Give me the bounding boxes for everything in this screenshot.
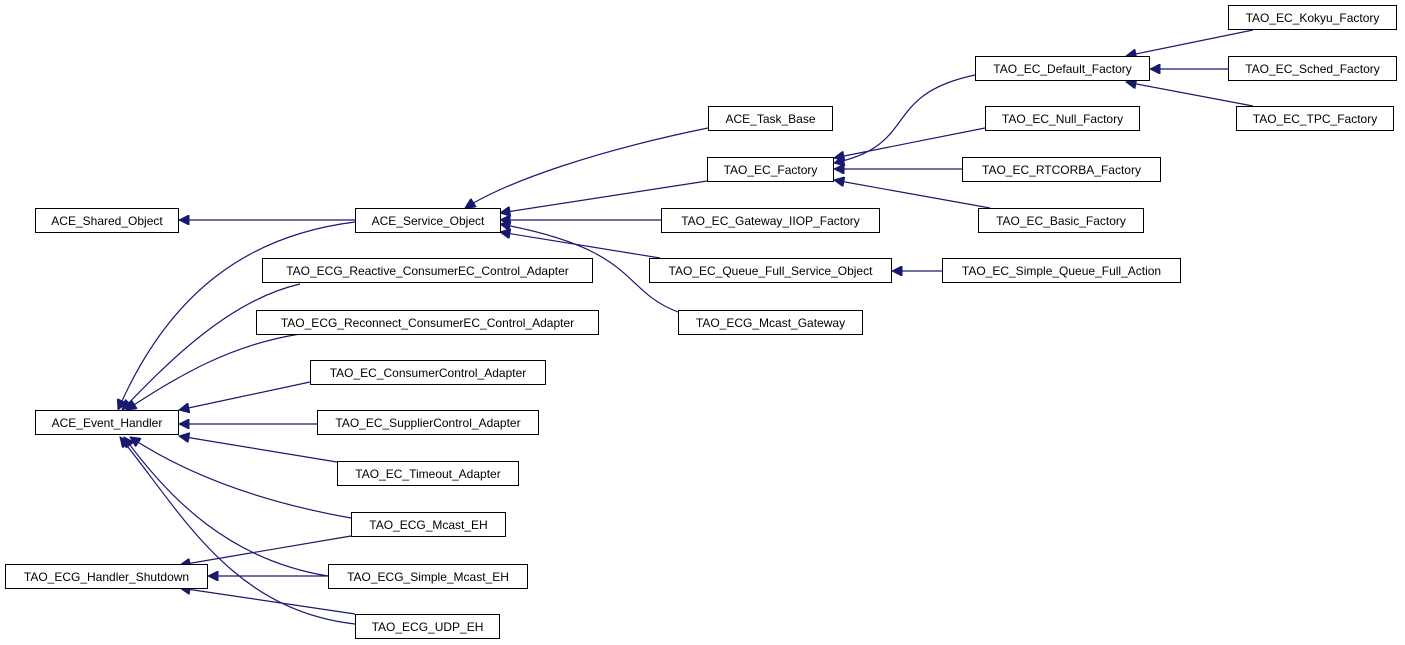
node-ace-task-base[interactable]: ACE_Task_Base xyxy=(708,106,833,131)
node-tao-ec-rtcorba-factory[interactable]: TAO_EC_RTCORBA_Factory xyxy=(962,157,1161,182)
edge-basic-to-ecfactory xyxy=(834,180,991,209)
edge-mcastgw-to-serviceobject xyxy=(500,224,679,313)
edge-consumercontrol-to-eventhandler xyxy=(179,381,311,410)
node-tao-ecg-reactive-consumerec-control-adapter[interactable]: TAO_ECG_Reactive_ConsumerEC_Control_Adap… xyxy=(262,258,593,283)
node-tao-ec-timeout-adapter[interactable]: TAO_EC_Timeout_Adapter xyxy=(337,461,519,486)
node-ace-shared-object[interactable]: ACE_Shared_Object xyxy=(35,208,179,233)
node-tao-ecg-mcast-eh[interactable]: TAO_ECG_Mcast_EH xyxy=(351,512,506,537)
edge-reconnect-to-eventhandler xyxy=(126,333,301,410)
edge-queuefull-to-serviceobject xyxy=(500,232,661,259)
edge-udpeh-to-shutdown xyxy=(180,588,356,615)
edge-kokyu-to-default xyxy=(1126,29,1254,56)
node-tao-ec-null-factory[interactable]: TAO_EC_Null_Factory xyxy=(985,106,1140,131)
edge-timeout-to-eventhandler xyxy=(179,436,338,463)
edge-simplemcasteh-to-eventhandler xyxy=(124,437,329,577)
edge-serviceobject-to-eventhandler xyxy=(118,221,356,410)
edge-null-to-ecfactory xyxy=(834,127,986,158)
node-tao-ecg-reconnect-consumerec-control-adapter[interactable]: TAO_ECG_Reconnect_ConsumerEC_Control_Ada… xyxy=(256,310,599,335)
edge-udpeh-to-eventhandler xyxy=(120,437,356,625)
edge-tpc-to-default xyxy=(1126,82,1254,107)
node-tao-ec-sched-factory[interactable]: TAO_EC_Sched_Factory xyxy=(1228,56,1397,81)
node-tao-ec-basic-factory[interactable]: TAO_EC_Basic_Factory xyxy=(978,208,1144,233)
node-ace-service-object[interactable]: ACE_Service_Object xyxy=(355,208,501,233)
node-tao-ec-tpc-factory[interactable]: TAO_EC_TPC_Factory xyxy=(1236,106,1394,131)
node-tao-ec-factory[interactable]: TAO_EC_Factory xyxy=(707,157,834,182)
node-tao-ecg-mcast-gateway[interactable]: TAO_ECG_Mcast_Gateway xyxy=(678,310,863,335)
node-tao-ec-gateway-iiop-factory[interactable]: TAO_EC_Gateway_IIOP_Factory xyxy=(661,208,880,233)
edge-taskbase-to-serviceobject xyxy=(465,127,709,208)
node-tao-ec-simple-queue-full-action[interactable]: TAO_EC_Simple_Queue_Full_Action xyxy=(942,258,1181,283)
node-tao-ecg-handler-shutdown[interactable]: TAO_ECG_Handler_Shutdown xyxy=(5,564,208,589)
node-tao-ecg-udp-eh[interactable]: TAO_ECG_UDP_EH xyxy=(355,614,500,639)
edge-reactive-to-eventhandler xyxy=(122,283,301,410)
node-tao-ec-suppliercontrol-adapter[interactable]: TAO_EC_SupplierControl_Adapter xyxy=(317,410,539,435)
edge-mcasteh-to-shutdown xyxy=(180,535,352,565)
node-tao-ec-kokyu-factory[interactable]: TAO_EC_Kokyu_Factory xyxy=(1228,5,1397,30)
edge-ecfactory-to-serviceobject xyxy=(500,180,708,213)
node-tao-ecg-simple-mcast-eh[interactable]: TAO_ECG_Simple_Mcast_EH xyxy=(328,564,528,589)
node-ace-event-handler[interactable]: ACE_Event_Handler xyxy=(35,410,179,435)
edge-default-to-ecfactory xyxy=(834,74,976,163)
edge-mcasteh-to-eventhandler xyxy=(130,437,352,519)
node-tao-ec-default-factory[interactable]: TAO_EC_Default_Factory xyxy=(975,56,1150,81)
node-tao-ec-queue-full-service-object[interactable]: TAO_EC_Queue_Full_Service_Object xyxy=(649,258,892,283)
node-tao-ec-consumercontrol-adapter[interactable]: TAO_EC_ConsumerControl_Adapter xyxy=(310,360,546,385)
